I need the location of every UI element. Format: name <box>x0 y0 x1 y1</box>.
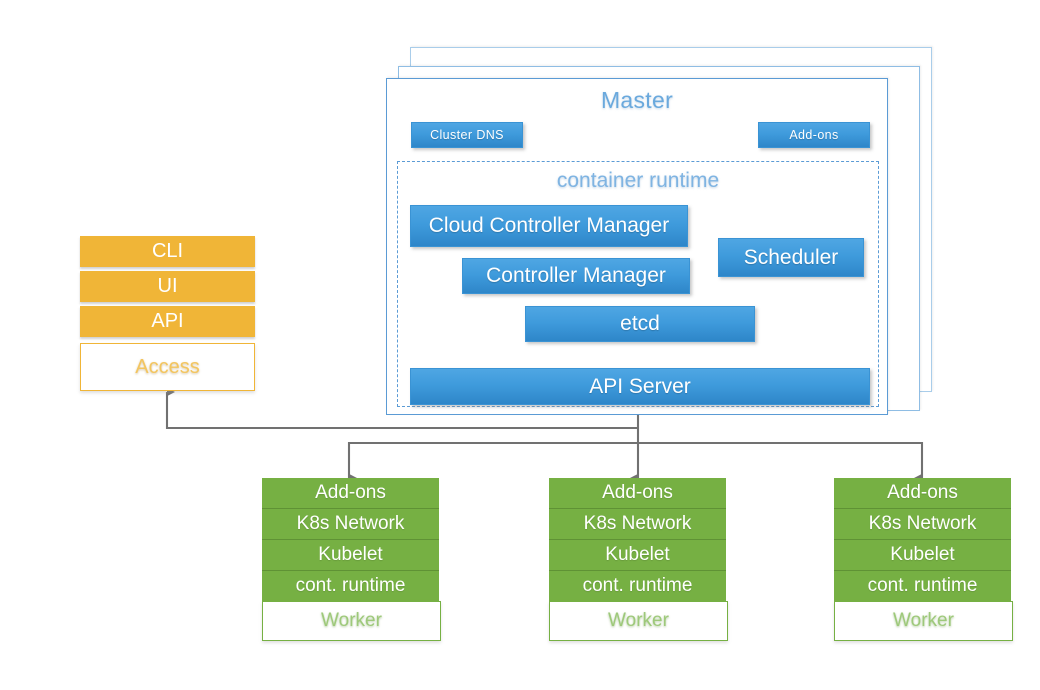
access-footer: Access <box>80 343 255 391</box>
worker-2-layer-k8s-network[interactable]: K8s Network <box>549 509 726 540</box>
worker-3-layer-addons[interactable]: Add-ons <box>834 478 1011 509</box>
worker-1-layer-k8s-network[interactable]: K8s Network <box>262 509 439 540</box>
access-item-cli[interactable]: CLI <box>80 236 255 267</box>
worker-2-layer-addons[interactable]: Add-ons <box>549 478 726 509</box>
controller-manager-box[interactable]: Controller Manager <box>462 258 690 294</box>
worker-3[interactable]: Add-ons K8s Network Kubelet cont. runtim… <box>834 478 1013 641</box>
cloud-controller-manager-box[interactable]: Cloud Controller Manager <box>410 205 688 247</box>
worker-3-footer: Worker <box>834 601 1013 641</box>
worker-2-layer-kubelet[interactable]: Kubelet <box>549 540 726 571</box>
cluster-dns-box[interactable]: Cluster DNS <box>411 122 523 148</box>
worker-3-layer-kubelet[interactable]: Kubelet <box>834 540 1011 571</box>
worker-1[interactable]: Add-ons K8s Network Kubelet cont. runtim… <box>262 478 441 641</box>
worker-2-layer-cont-runtime[interactable]: cont. runtime <box>549 571 726 601</box>
worker-1-footer: Worker <box>262 601 441 641</box>
worker-1-layer-kubelet[interactable]: Kubelet <box>262 540 439 571</box>
master-addons-box[interactable]: Add-ons <box>758 122 870 148</box>
worker-2-footer: Worker <box>549 601 728 641</box>
access-item-ui[interactable]: UI <box>80 271 255 302</box>
worker-1-layer-addons[interactable]: Add-ons <box>262 478 439 509</box>
container-runtime-region: container runtime <box>397 161 879 407</box>
container-runtime-title: container runtime <box>556 169 720 192</box>
worker-3-layer-k8s-network[interactable]: K8s Network <box>834 509 1011 540</box>
worker-1-layer-cont-runtime[interactable]: cont. runtime <box>262 571 439 601</box>
etcd-box[interactable]: etcd <box>525 306 755 342</box>
worker-2[interactable]: Add-ons K8s Network Kubelet cont. runtim… <box>549 478 728 641</box>
api-server-box[interactable]: API Server <box>410 368 870 405</box>
scheduler-box[interactable]: Scheduler <box>718 238 864 277</box>
worker-3-layer-cont-runtime[interactable]: cont. runtime <box>834 571 1011 601</box>
access-item-api[interactable]: API <box>80 306 255 337</box>
master-title: Master <box>600 87 674 113</box>
